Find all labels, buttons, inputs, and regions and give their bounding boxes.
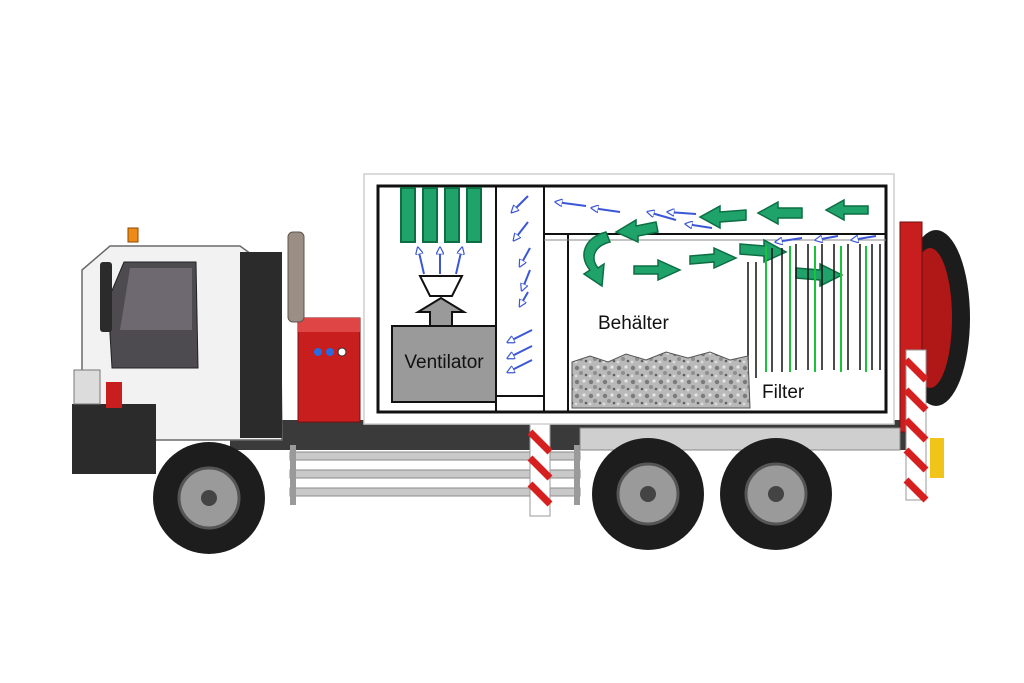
airflow-arrows-top [556, 202, 877, 242]
flow-arrow-left-2 [756, 200, 803, 226]
rear-wheel-1 [592, 438, 704, 550]
exhaust-pipe [287, 231, 305, 323]
fan-icon [391, 275, 497, 403]
front-bumper [72, 404, 156, 474]
flow-arrow-left-4 [614, 218, 659, 244]
flow-arrow-left-1 [824, 198, 869, 222]
flow-arrow-turn [582, 231, 612, 288]
mid-warning-stripes [527, 423, 553, 517]
filter-label: Filter [762, 382, 805, 403]
container-label: Behälter [598, 313, 669, 334]
beacon-light [127, 227, 139, 243]
airflow-arrows-fan [418, 248, 462, 275]
airflow-arrows-duct [508, 195, 533, 372]
filter-elements [747, 244, 881, 378]
ventilator-label: Ventilator [404, 352, 484, 373]
truck-illustration [72, 221, 970, 554]
flow-arrow-left-3 [698, 204, 747, 230]
silencer-bars [400, 187, 482, 243]
rear-warning-stripes [903, 349, 929, 503]
mirror [100, 262, 112, 332]
flow-arrow-right-1 [633, 258, 682, 282]
side-rails [289, 445, 581, 505]
flow-arrow-right-2 [689, 246, 738, 270]
collected-debris [571, 351, 751, 409]
equipment-box [297, 317, 361, 423]
front-wheel [153, 442, 265, 554]
body-diagram-panel: Ventilator [363, 173, 895, 425]
flow-arrow-right-3 [739, 238, 788, 264]
rear-wheel-2 [720, 438, 832, 550]
